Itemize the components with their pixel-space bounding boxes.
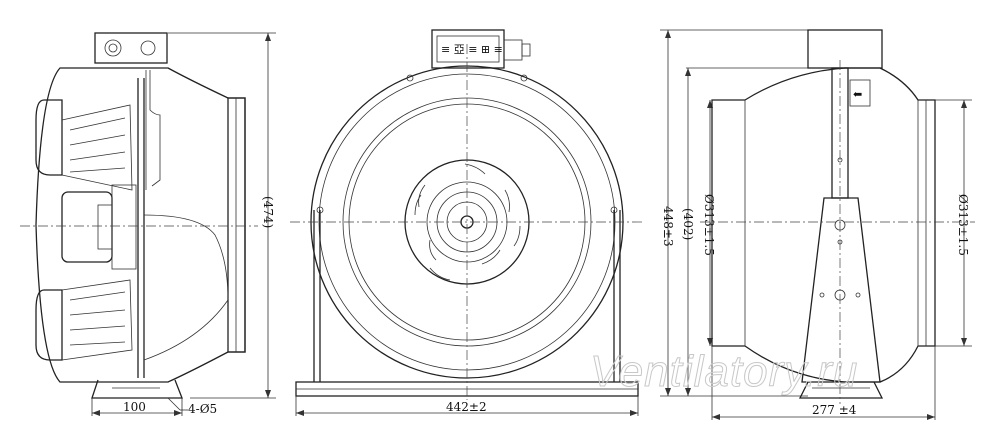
- dim-foot-length: 100: [123, 400, 146, 414]
- terminal-label-plate: ≡ 亞 ≡ ⊞ ≡: [441, 43, 503, 56]
- housing-outline: [35, 67, 246, 383]
- dim-overall-height: 448±3: [661, 206, 675, 247]
- terminal-box: [94, 32, 168, 64]
- rear-stand: [801, 197, 881, 383]
- watermark: Ventilatory.ru: [590, 347, 858, 396]
- dim-side-height: (474): [261, 196, 275, 228]
- dim-front-width: 442±2: [446, 400, 487, 414]
- dim-inlet-diameter: Ø313±1.5: [702, 194, 716, 256]
- dim-mount-holes: 4-Ø5: [188, 402, 217, 416]
- cable-gland-icon: [104, 39, 122, 57]
- dim-rear-length: 277 ±4: [812, 403, 857, 417]
- dim-outlet-diameter: Ø313±1.5: [956, 194, 970, 256]
- rear-housing-outline: [711, 67, 936, 383]
- svg-text:⬅: ⬅: [853, 88, 862, 101]
- mounting-foot: [91, 379, 183, 399]
- front-view: ≡ 亞 ≡ ⊞ ≡: [290, 29, 645, 416]
- dim-inner-height: (402): [681, 208, 695, 240]
- rear-terminal-box: [807, 29, 883, 69]
- rear-side-view: 448±3 (402) Ø313±1.5 ⬅: [660, 29, 975, 420]
- side-section-view: (474) 100 4-Ø5: [20, 32, 276, 416]
- warning-label: [849, 79, 871, 107]
